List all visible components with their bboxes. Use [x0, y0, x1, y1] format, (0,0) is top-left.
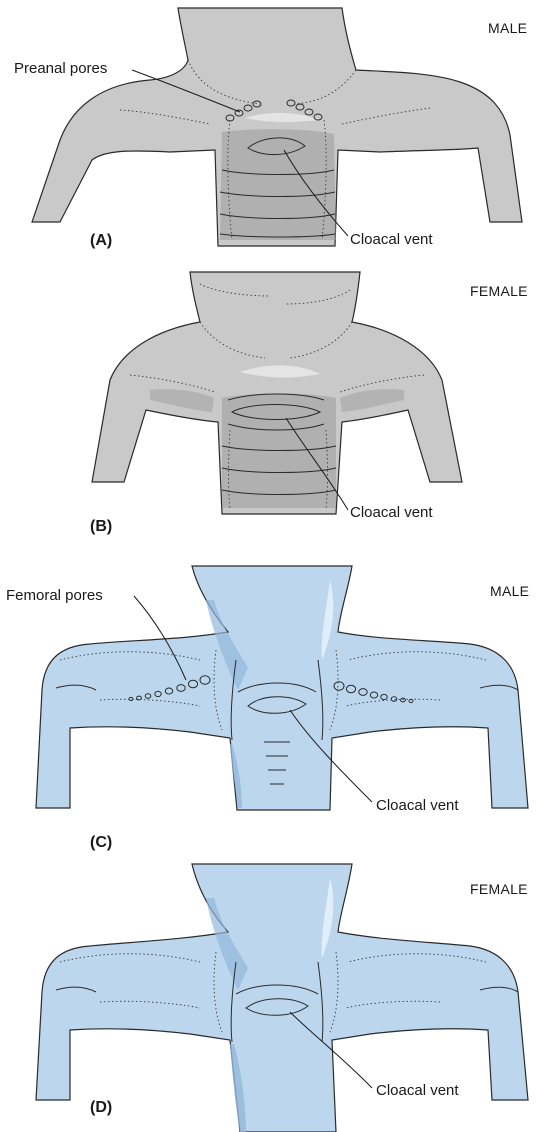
panel-b: FEMALE Cloacal vent (B)	[90, 272, 528, 535]
panel-c-vent-label: Cloacal vent	[376, 797, 459, 814]
panel-c-sex-label: MALE	[490, 583, 529, 599]
panel-b-sex-label: FEMALE	[470, 283, 528, 299]
panel-a-label: (A)	[90, 232, 112, 249]
panel-a-shadow	[220, 129, 336, 240]
panel-b-vent-label: Cloacal vent	[350, 504, 433, 521]
panel-c-label: (C)	[90, 834, 112, 851]
panel-d-vent-label: Cloacal vent	[376, 1082, 459, 1099]
panel-b-label: (B)	[90, 518, 112, 535]
panel-d: FEMALE Cloacal vent (D)	[36, 864, 528, 1132]
panel-a-sex-label: MALE	[488, 20, 527, 36]
panel-a: Preanal pores MALE Cloacal vent (A)	[14, 8, 527, 249]
panel-d-label: (D)	[90, 1099, 112, 1116]
panel-c-body	[36, 566, 528, 810]
panel-d-sex-label: FEMALE	[470, 881, 528, 897]
panel-c: Femoral pores MALE Cloacal vent (C)	[6, 566, 529, 851]
panel-c-pore-label: Femoral pores	[6, 587, 103, 604]
panel-a-pore-label: Preanal pores	[14, 60, 107, 77]
panel-a-vent-label: Cloacal vent	[350, 231, 433, 248]
